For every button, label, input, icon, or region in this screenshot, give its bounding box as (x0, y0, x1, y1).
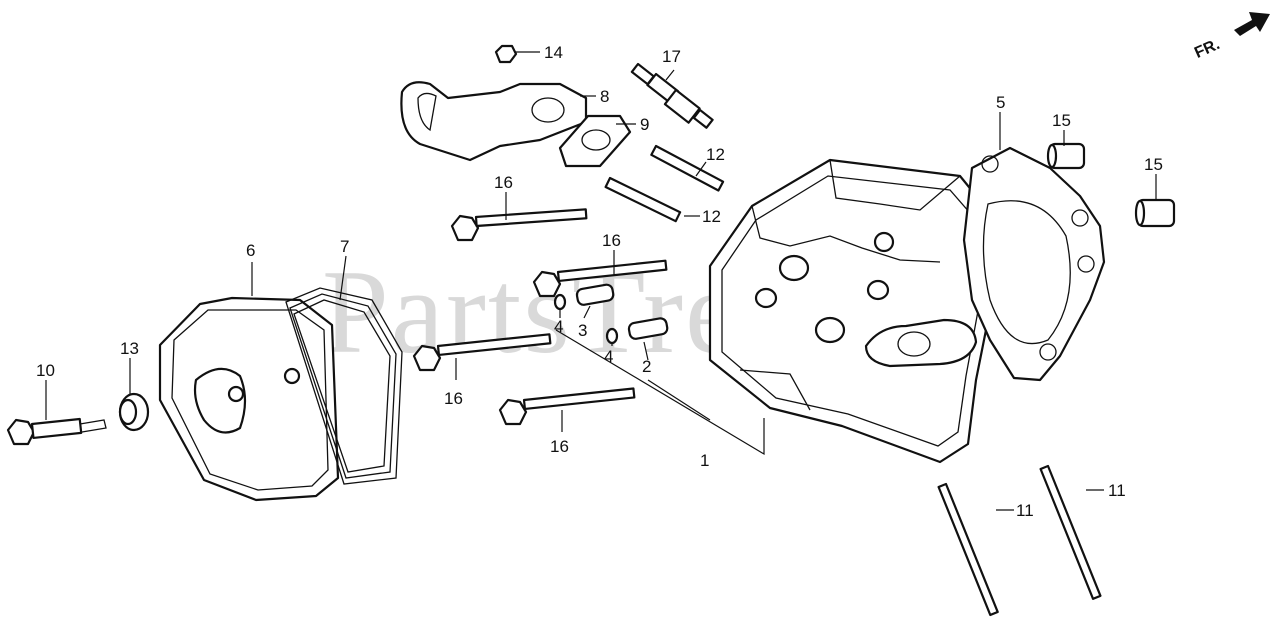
insulator-gasket (558, 114, 632, 168)
callout-5: 5 (996, 93, 1005, 112)
stud-bolt (1039, 464, 1102, 600)
callout-16: 16 (550, 437, 569, 456)
intake-insulator (400, 81, 588, 162)
dowel-pin (1046, 142, 1086, 170)
cylinder-head (708, 158, 1006, 464)
stud-bolt (650, 144, 725, 192)
breather-bolt (6, 417, 107, 446)
callout-14: 14 (544, 43, 563, 62)
leader-lines (45, 51, 1157, 511)
callout-1: 1 (700, 451, 709, 470)
spark-plug (630, 62, 714, 129)
front-direction-arrow-icon (1234, 12, 1270, 36)
callout-13: 13 (120, 339, 139, 358)
flange-bolt (532, 259, 668, 298)
o-ring (553, 293, 567, 311)
callout-4: 4 (604, 347, 613, 366)
callout-2: 2 (642, 357, 651, 376)
flange-bolt (450, 208, 588, 242)
callout-17: 17 (662, 47, 681, 66)
stud-bolt (604, 176, 682, 223)
callout-7: 7 (340, 237, 349, 256)
callout-16: 16 (444, 389, 463, 408)
callout-4: 4 (554, 317, 563, 336)
front-direction-label: FR. (1192, 36, 1222, 62)
callout-12: 12 (706, 145, 725, 164)
callout-15: 15 (1144, 155, 1163, 174)
callout-11: 11 (1108, 481, 1126, 500)
sealing-washer (118, 392, 150, 432)
flange-bolt (498, 387, 636, 426)
dowel-pin (1134, 198, 1176, 228)
stud-bolt (937, 482, 999, 617)
flange-nut (494, 44, 518, 64)
callout-9: 9 (640, 115, 649, 134)
dowel-pin (627, 317, 669, 340)
o-ring (605, 327, 619, 345)
flange-bolt (412, 333, 552, 372)
cylinder-head-gasket (962, 146, 1106, 382)
dowel-pin (575, 283, 615, 306)
callout-3: 3 (578, 321, 587, 340)
callout-8: 8 (600, 87, 609, 106)
callout-labels: 14 17 8 9 12 12 16 16 16 16 5 15 15 6 7 … (36, 43, 1163, 520)
head-cover (158, 296, 340, 502)
callout-6: 6 (246, 241, 255, 260)
head-cover-gasket (285, 287, 403, 485)
callout-11: 11 (1016, 501, 1034, 520)
callout-15: 15 (1052, 111, 1071, 130)
callout-10: 10 (36, 361, 55, 380)
callout-16: 16 (494, 173, 513, 192)
callout-12: 12 (702, 207, 721, 226)
callout-16: 16 (602, 231, 621, 250)
